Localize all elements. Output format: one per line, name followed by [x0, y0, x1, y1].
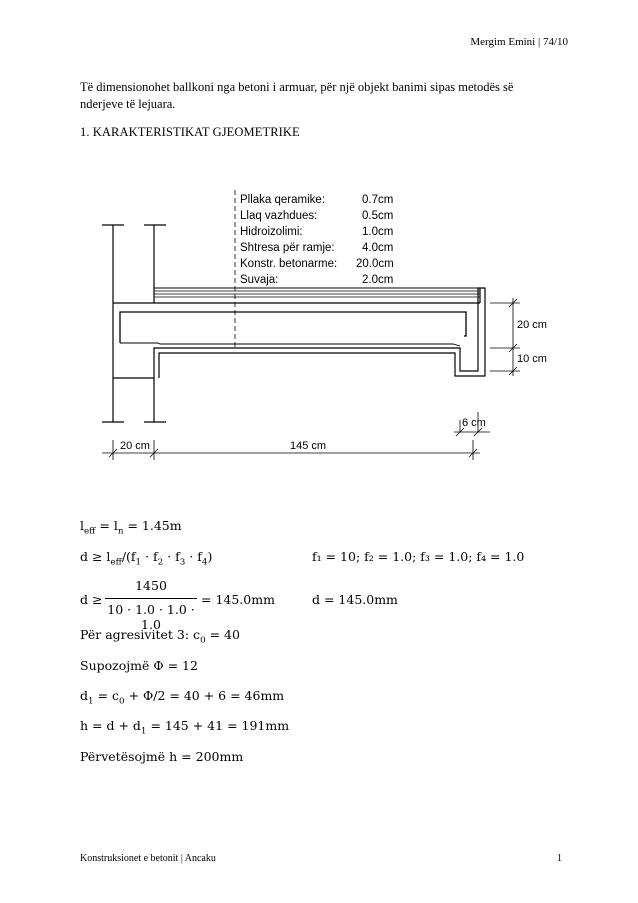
dimension-label-drip: 10 cm [517, 353, 547, 365]
layer-thickness: 2.0cm [362, 274, 393, 286]
assumed-diameter: Supozojmë Φ = 12 [80, 658, 198, 673]
layer-thickness: 4.0cm [362, 242, 393, 254]
layer-name: Shtresa për ramje: [240, 242, 335, 254]
balcony-cross-section-drawing: Pllaka qeramike: 0.7cm Llaq vazhdues: 0.… [102, 190, 547, 460]
layer-thickness: 0.5cm [362, 210, 393, 222]
layer-name: Pllaka qeramike: [240, 194, 325, 206]
layer-thickness: 0.7cm [362, 194, 393, 206]
fraction-lhs: d ≥ [80, 592, 103, 607]
d-result: d = 145.0mm [312, 592, 398, 607]
fraction-numerator: 1450 [135, 578, 167, 593]
fraction-bar [105, 598, 197, 599]
section-title: 1. KARAKTERISTIKAT GJEOMETRIKE [80, 125, 300, 139]
reinforcement-bar [120, 342, 461, 347]
fraction-denominator: 10 · 1.0 · 1.0 · 1.0 [107, 602, 195, 632]
reinforcement-bar [119, 311, 467, 343]
dimension-label-slab: 20 cm [517, 319, 547, 331]
footer-course: Konstruksionet e betonit | Ancaku [80, 853, 216, 864]
layer-thickness: 1.0cm [362, 226, 393, 238]
task-statement: Të dimensionohet ballkoni nga betoni i a… [80, 80, 514, 111]
dimension-label-wall: 20 cm [120, 440, 150, 452]
d-inequality: d ≥ leff/(f1 · f2 · f3 · f4) [80, 549, 213, 568]
factor-values: f₁ = 10; f₂ = 1.0; f₃ = 1.0; f₄ = 1.0 [312, 549, 525, 564]
leff-equation: leff = ln = 1.45m [80, 518, 182, 537]
horizontal-dimension [102, 440, 480, 460]
slab-outline [112, 287, 486, 378]
layer-name: Llaq vazhdues: [240, 210, 317, 222]
dimension-label-lip: 6 cm [462, 417, 486, 429]
d-fraction-equation: d ≥ 1450 10 · 1.0 · 1.0 · 1.0 = 145.0mm [80, 578, 340, 632]
d1-equation: d1 = c0 + Φ/2 = 40 + 6 = 46mm [80, 688, 285, 707]
layer-name: Hidroizolimi: [240, 226, 303, 238]
cover-equation: Për agresivitet 3: c0 = 40 [80, 627, 240, 646]
wall-section [102, 224, 166, 423]
layer-name: Konstr. betonarme: [240, 258, 337, 270]
floor-layers [113, 287, 480, 304]
layer-thickness: 20.0cm [356, 258, 394, 270]
page-header: Mergim Emini | 74/10 [470, 36, 568, 48]
page-number: 1 [557, 853, 562, 864]
dimension-label-span: 145 cm [290, 440, 326, 452]
adopted-height: Përvetësojmë h = 200mm [80, 749, 244, 764]
vertical-dimension [490, 298, 520, 376]
fraction-result: = 145.0mm [201, 592, 275, 607]
lip-dimension [454, 412, 490, 437]
h-equation: h = d + d1 = 145 + 41 = 191mm [80, 718, 290, 737]
layer-legend: Pllaka qeramike: 0.7cm Llaq vazhdues: 0.… [240, 194, 394, 286]
layer-name: Suvaja: [240, 274, 278, 286]
